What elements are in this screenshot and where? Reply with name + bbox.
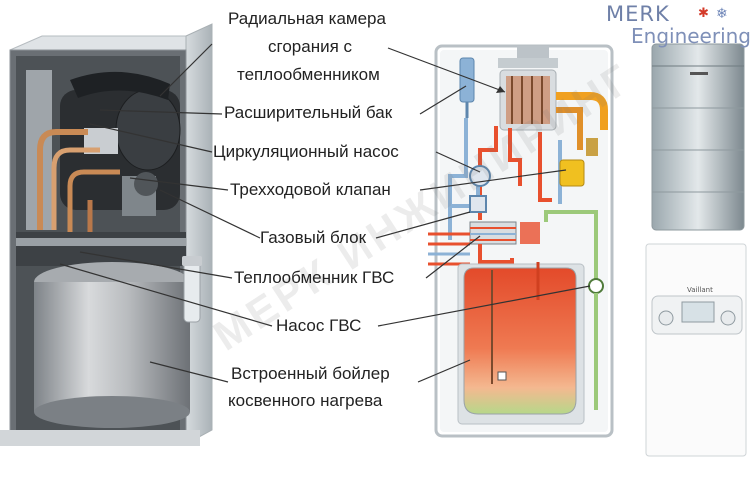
label-combustion-chamber-line2: сгорания с [268, 37, 353, 56]
logo-merk: MERK [606, 2, 670, 26]
leader-expansion-left [99, 109, 223, 115]
leader-chamber-left [159, 43, 213, 97]
leader-dhwhx-right [425, 235, 481, 279]
leader-boiler-left [149, 361, 229, 383]
leader-pump-right [435, 151, 481, 173]
leader-valve-left [129, 177, 229, 191]
device-brand-label: Vaillant [687, 286, 713, 294]
leader-valve-right [419, 169, 567, 191]
label-boiler-line1: Встроенный бойлер [231, 364, 390, 383]
leader-dhwhx-left [79, 251, 233, 279]
boiler-cutaway [0, 23, 213, 446]
label-combustion-chamber-line3: теплообменником [237, 65, 380, 84]
flame-icon: ✱ [698, 5, 709, 20]
label-dhw-pump: Насос ГВС [276, 316, 362, 335]
leader-expansion-right [419, 85, 467, 115]
leader-lines [59, 43, 591, 383]
leader-pump-left [89, 123, 213, 153]
label-gas-block: Газовый блок [260, 228, 367, 247]
leader-gas-left [159, 189, 261, 239]
leader-boiler-right [417, 359, 471, 383]
label-circulation-pump: Циркуляционный насос [213, 142, 399, 161]
leader-chamber-right [387, 47, 506, 93]
label-dhw-heat-exchanger: Теплообменник ГВС [234, 268, 395, 287]
label-combustion-chamber-line1: Радиальная камера [228, 9, 386, 28]
label-boiler-line2: косвенного нагрева [228, 391, 383, 410]
snowflake-icon: ❄ [716, 5, 728, 21]
leader-gas-right [375, 211, 471, 239]
arrowhead-chamber [496, 86, 505, 93]
boiler-product-photos [645, 43, 747, 457]
logo-engineering: Engineering [631, 24, 750, 48]
leader-dhwpump-right [377, 285, 591, 327]
label-expansion-tank: Расширительный бак [224, 103, 393, 122]
label-three-way-valve: Трехходовой клапан [230, 180, 391, 199]
leader-dhwpump-left [59, 263, 273, 327]
